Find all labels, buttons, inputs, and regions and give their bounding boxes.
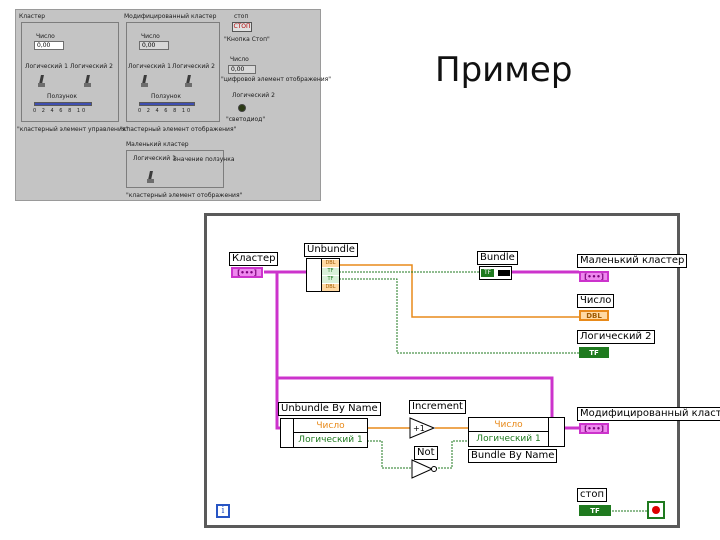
wire-bool2-to-ind [339,278,579,354]
modified-toggle-2 [185,75,192,87]
modified-slider-scale: 0 2 4 6 8 10 [138,108,193,114]
number-ind-caption: "цифровой элемент отображения" [221,76,332,83]
led-label: Логический 2 [232,92,275,99]
bool2-ind-label: Логический 2 [577,330,655,344]
ubn-node[interactable]: Число Логический 1 [280,418,368,448]
cluster-label: Кластер [19,13,46,20]
cluster-number-field[interactable]: 0,00 [34,41,64,50]
small-cluster-ind-label: Маленький кластер [577,254,688,268]
unbundle-label: Unbundle [304,243,358,257]
modified-ind-terminal[interactable]: [•••] [579,423,609,434]
bbn-node[interactable]: Число Логический 1 [468,417,565,447]
ubn-row-number: Число [294,420,367,433]
bundle-row: TF [481,269,494,277]
bbn-row-bool: Логический 1 [476,434,541,444]
unbundle-row-1: DBL [322,260,339,267]
small-cluster-indicator: Логический 1 Значение ползунка [126,150,235,188]
stop-button[interactable]: СТОП [232,22,252,32]
bbn-row-number: Число [469,419,548,432]
small-cluster-caption: "кластерный элемент отображения" [126,192,243,199]
unbundle-row-4: DBL [322,284,339,291]
stop-caption: "Кнопка Стоп" [224,36,270,43]
increment-node[interactable]: +1 [409,417,435,439]
modified-bool1-label: Логический 1 [128,63,171,70]
ubn-label: Unbundle By Name [278,402,381,416]
block-diagram: Кластер [•••] Unbundle DBL TF TF DBL Bun… [204,213,720,528]
increment-label: Increment [409,400,466,414]
small-slider-label: Значение ползунка [173,156,235,163]
unbundle-row-3: TF [322,276,339,283]
stop-sign-icon [652,506,660,514]
small-bool1-label: Логический 1 [133,155,176,162]
cluster-slider-scale: 0 2 4 6 8 10 [33,108,88,114]
modified-toggle-1 [141,75,148,87]
number-ind-field: 0,00 [228,65,256,74]
wire-not-to-bbn [435,440,469,469]
modified-number-field: 0,00 [139,41,169,50]
modified-cluster-caption: "кластерный элемент отображения" [120,126,237,133]
stop-label: стоп [234,13,249,20]
info-icon[interactable]: i [216,504,230,518]
unbundle-row-2: TF [322,268,339,275]
number-ind-label-bd: Число [577,294,615,308]
cluster-control[interactable]: Число 0,00 Логический 1 Логический 2 Пол… [21,22,119,122]
not-label: Not [414,446,438,460]
wire-number-to-ind [339,264,579,318]
led-caption: "светодиод" [226,116,266,123]
unbundle-node[interactable]: DBL TF TF DBL [306,258,340,292]
front-panel: Кластер Число 0,00 Логический 1 Логическ… [15,9,331,201]
small-toggle [147,171,154,183]
cluster-ctrl-label: Кластер [229,252,279,266]
modified-slider-label: Ползунок [151,93,181,100]
cluster-slider-label: Ползунок [47,93,77,100]
number-ind-label: Число [230,56,249,63]
cluster-caption: "кластерный элемент управления" [17,126,129,133]
bundle-node[interactable]: TF [479,266,512,280]
stop-ctrl-label: стоп [577,488,607,502]
modified-cluster-label: Модифицированный кластер [124,13,217,20]
slide-title: Пример [435,50,573,90]
modified-number-label: Число [141,33,160,40]
cluster-bool1-label: Логический 1 [25,63,68,70]
cluster-number-label: Число [36,33,55,40]
cluster-ctrl-terminal[interactable]: [•••] [231,267,263,278]
increment-symbol: +1 [413,424,425,433]
cluster-slider[interactable] [34,102,92,106]
cluster-bool2-label: Логический 2 [70,63,113,70]
bundle-label: Bundle [477,251,518,265]
modified-ind-label: Модифицированный кластер [577,407,720,421]
loop-condition-terminal[interactable] [647,501,665,519]
wire-cluster-branch-up [277,376,554,418]
ubn-row-bool: Логический 1 [298,435,363,445]
led-indicator [238,104,246,112]
cluster-toggle-2[interactable] [84,75,91,87]
bool2-ind-terminal[interactable]: TF [579,347,609,358]
modified-slider [139,102,195,106]
small-cluster-label: Маленький кластер [126,141,189,148]
stop-ctrl-terminal[interactable]: TF [579,505,611,516]
number-ind-terminal[interactable]: DBL [579,310,609,321]
bbn-label: Bundle By Name [468,449,558,463]
modified-bool2-label: Логический 2 [172,63,215,70]
cluster-toggle-1[interactable] [38,75,45,87]
modified-cluster-indicator: Число 0,00 Логический 1 Логический 2 Пол… [126,22,220,122]
small-cluster-ind-terminal[interactable]: [•••] [579,271,609,282]
not-node[interactable] [411,459,437,479]
wire-ubn-bool-to-not [367,440,412,469]
